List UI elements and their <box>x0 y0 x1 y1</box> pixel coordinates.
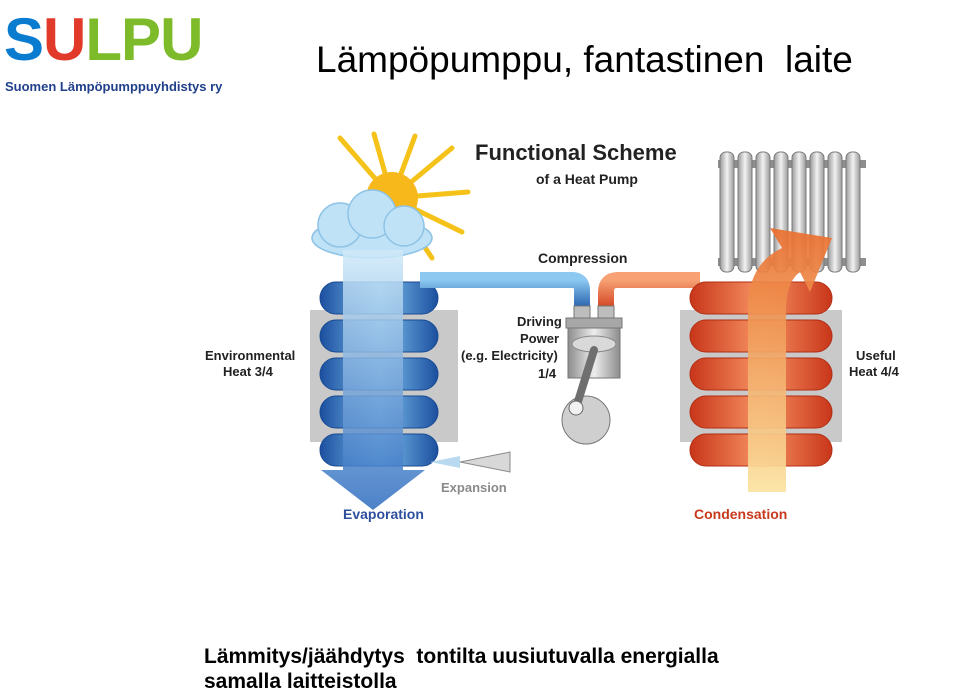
condensation-label: Condensation <box>694 506 787 522</box>
page-title: Lämpöpumppu, fantastinen laite <box>316 39 853 80</box>
expansion-label: Expansion <box>441 480 507 495</box>
environmental-heat-line-1: Environmental <box>205 348 295 363</box>
sun-icon <box>337 131 471 261</box>
logo-letter: L <box>85 6 122 73</box>
sulpu-logo: SULPU Suomen Lämpöpumppuyhdistys ry <box>0 0 250 100</box>
diagram-subheading: of a Heat Pump <box>536 171 638 187</box>
logo-wordmark: SULPU <box>4 6 203 73</box>
compressor-icon <box>561 305 623 445</box>
driving-power-line-4: 1/4 <box>538 366 557 381</box>
driving-power-line-3: (e.g. Electricity) <box>461 348 558 363</box>
logo-subtitle: Suomen Lämpöpumppuyhdistys ry <box>5 79 223 94</box>
environmental-heat-line-2: Heat 3/4 <box>223 364 274 379</box>
caption: Lämmitys/jäähdytys tontilta uusiutuvalla… <box>204 645 719 693</box>
expansion-valve-icon <box>430 451 511 473</box>
evaporation-label: Evaporation <box>343 506 424 522</box>
driving-power-line-1: Driving <box>517 314 562 329</box>
discharge-pipe <box>598 272 700 310</box>
diagram-heading: Functional Scheme <box>475 140 677 165</box>
logo-letter: U <box>160 6 203 73</box>
logo-letter: S <box>4 6 44 73</box>
useful-heat-line-2: Heat 4/4 <box>849 364 900 379</box>
compression-label: Compression <box>538 250 627 266</box>
useful-heat-line-1: Useful <box>856 348 896 363</box>
suction-pipe <box>420 272 590 310</box>
cold-air-arrow <box>321 250 425 510</box>
driving-power-line-2: Power <box>520 331 559 346</box>
logo-letter: U <box>43 6 86 73</box>
logo-letter: P <box>121 6 161 73</box>
cloud-icon <box>311 189 433 259</box>
hot-air-arrow <box>748 228 832 492</box>
